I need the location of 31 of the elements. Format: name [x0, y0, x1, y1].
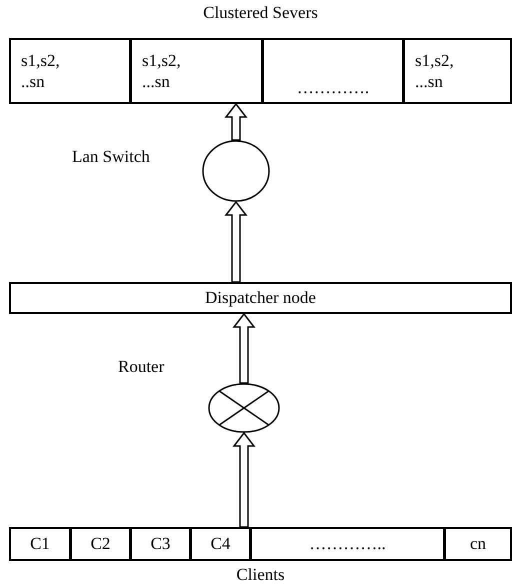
- cell-text: …………..: [309, 533, 386, 555]
- group-heading: Clustered Severs: [202, 2, 319, 24]
- hollow-arrow: [232, 432, 256, 528]
- node-label: Router: [118, 356, 164, 378]
- cell-text: s1,s2, ...sn: [142, 50, 182, 92]
- cell-text: cn: [470, 533, 486, 555]
- lan-switch: [72, 140, 272, 202]
- cell-text: s1,s2, ...sn: [415, 50, 455, 92]
- hollow-arrow: [232, 312, 256, 384]
- server-cell: [130, 38, 263, 104]
- cell-text: C4: [210, 533, 230, 555]
- server-cell: [403, 38, 512, 104]
- client-cell: [9, 527, 71, 561]
- cell-text: Dispatcher node: [205, 287, 316, 309]
- client-cell: [444, 527, 512, 561]
- cell-text: s1,s2, ..sn: [21, 50, 61, 92]
- cell-text: C3: [150, 533, 170, 555]
- dispatcher-box: [9, 282, 512, 314]
- group-heading: Clients: [235, 564, 286, 585]
- client-cell: [130, 527, 191, 561]
- cell-text: C1: [30, 533, 50, 555]
- cell-text: ………….: [296, 76, 370, 99]
- node-label: Lan Switch: [72, 146, 150, 168]
- client-cell: [250, 527, 445, 561]
- hollow-arrow: [224, 102, 248, 141]
- server-cell: [262, 38, 404, 104]
- cell-text: C2: [90, 533, 110, 555]
- server-cell: [9, 38, 131, 104]
- hollow-arrow: [224, 200, 248, 283]
- client-cell: [70, 527, 131, 561]
- client-cell: [190, 527, 251, 561]
